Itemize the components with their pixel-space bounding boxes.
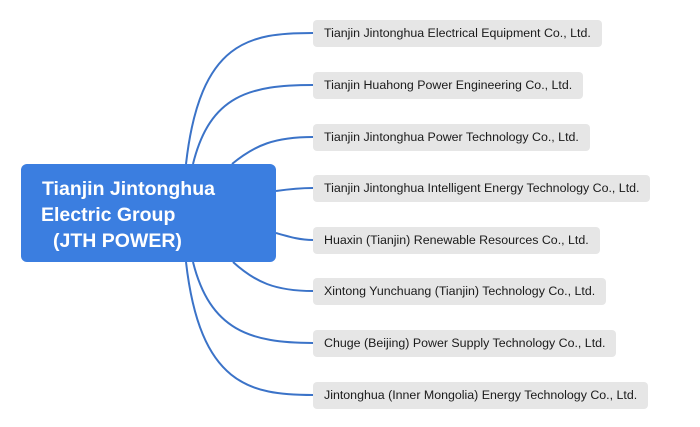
root-title-line: (JTH POWER) xyxy=(53,230,182,252)
connector-line xyxy=(192,84,314,165)
connector-line xyxy=(185,261,314,396)
child-node-power-technology[interactable]: Tianjin Jintonghua Power Technology Co.,… xyxy=(313,124,590,151)
root-node[interactable]: Tianjin Jintonghua Electric Group (JTH P… xyxy=(21,164,276,262)
child-node-electrical-equipment[interactable]: Tianjin Jintonghua Electrical Equipment … xyxy=(313,20,602,47)
connector-line xyxy=(192,261,314,344)
connector-line xyxy=(275,187,314,192)
root-title-line: Tianjin Jintonghua xyxy=(42,178,215,200)
child-node-intelligent-energy[interactable]: Tianjin Jintonghua Intelligent Energy Te… xyxy=(313,175,651,202)
child-node-huahong-power[interactable]: Tianjin Huahong Power Engineering Co., L… xyxy=(313,72,584,99)
root-title-line: Electric Group xyxy=(41,204,176,226)
connector-line xyxy=(185,32,314,165)
connector-line xyxy=(231,136,314,165)
child-node-inner-mongolia-energy[interactable]: Jintonghua (Inner Mongolia) Energy Techn… xyxy=(313,382,649,409)
connector-line xyxy=(232,261,314,292)
child-node-xintong-yunchuang[interactable]: Xintong Yunchuang (Tianjin) Technology C… xyxy=(313,278,607,305)
child-node-chuge-power-supply[interactable]: Chuge (Beijing) Power Supply Technology … xyxy=(313,330,617,357)
connector-line xyxy=(275,232,314,241)
child-node-huaxin-renewable[interactable]: Huaxin (Tianjin) Renewable Resources Co.… xyxy=(313,227,600,254)
